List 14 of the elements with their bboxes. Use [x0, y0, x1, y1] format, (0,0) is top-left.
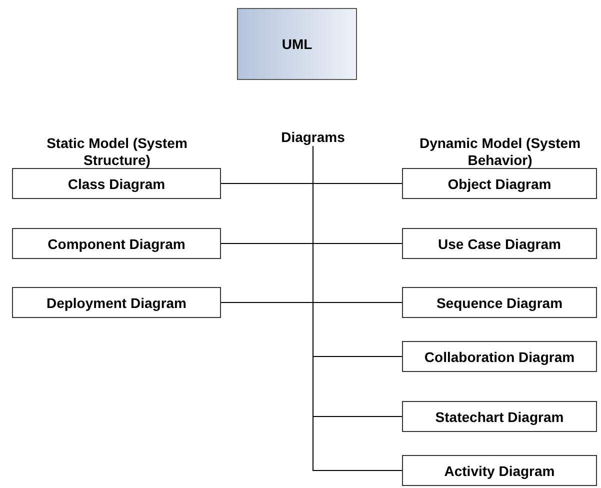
diagram-type-box: Sequence Diagram: [402, 287, 597, 318]
heading-text: Diagrams: [273, 128, 353, 145]
diagram-type-box: Object Diagram: [402, 168, 597, 199]
diagram-type-box: Class Diagram: [12, 168, 221, 199]
diagram-type-box: Activity Diagram: [402, 455, 597, 486]
diagram-type-box: Statechart Diagram: [402, 401, 597, 432]
diagram-type-box: Use Case Diagram: [402, 228, 597, 259]
title-box: UML: [237, 8, 357, 80]
group-heading: Static Model (System Structure): [46, 135, 188, 169]
connector-line: [312, 146, 402, 471]
group-heading: Dynamic Model (System Behavior): [418, 135, 582, 169]
diagram-type-box: Collaboration Diagram: [402, 341, 597, 372]
diagram-type-box: Deployment Diagram: [12, 287, 221, 318]
diagram-type-box: Component Diagram: [12, 228, 221, 259]
